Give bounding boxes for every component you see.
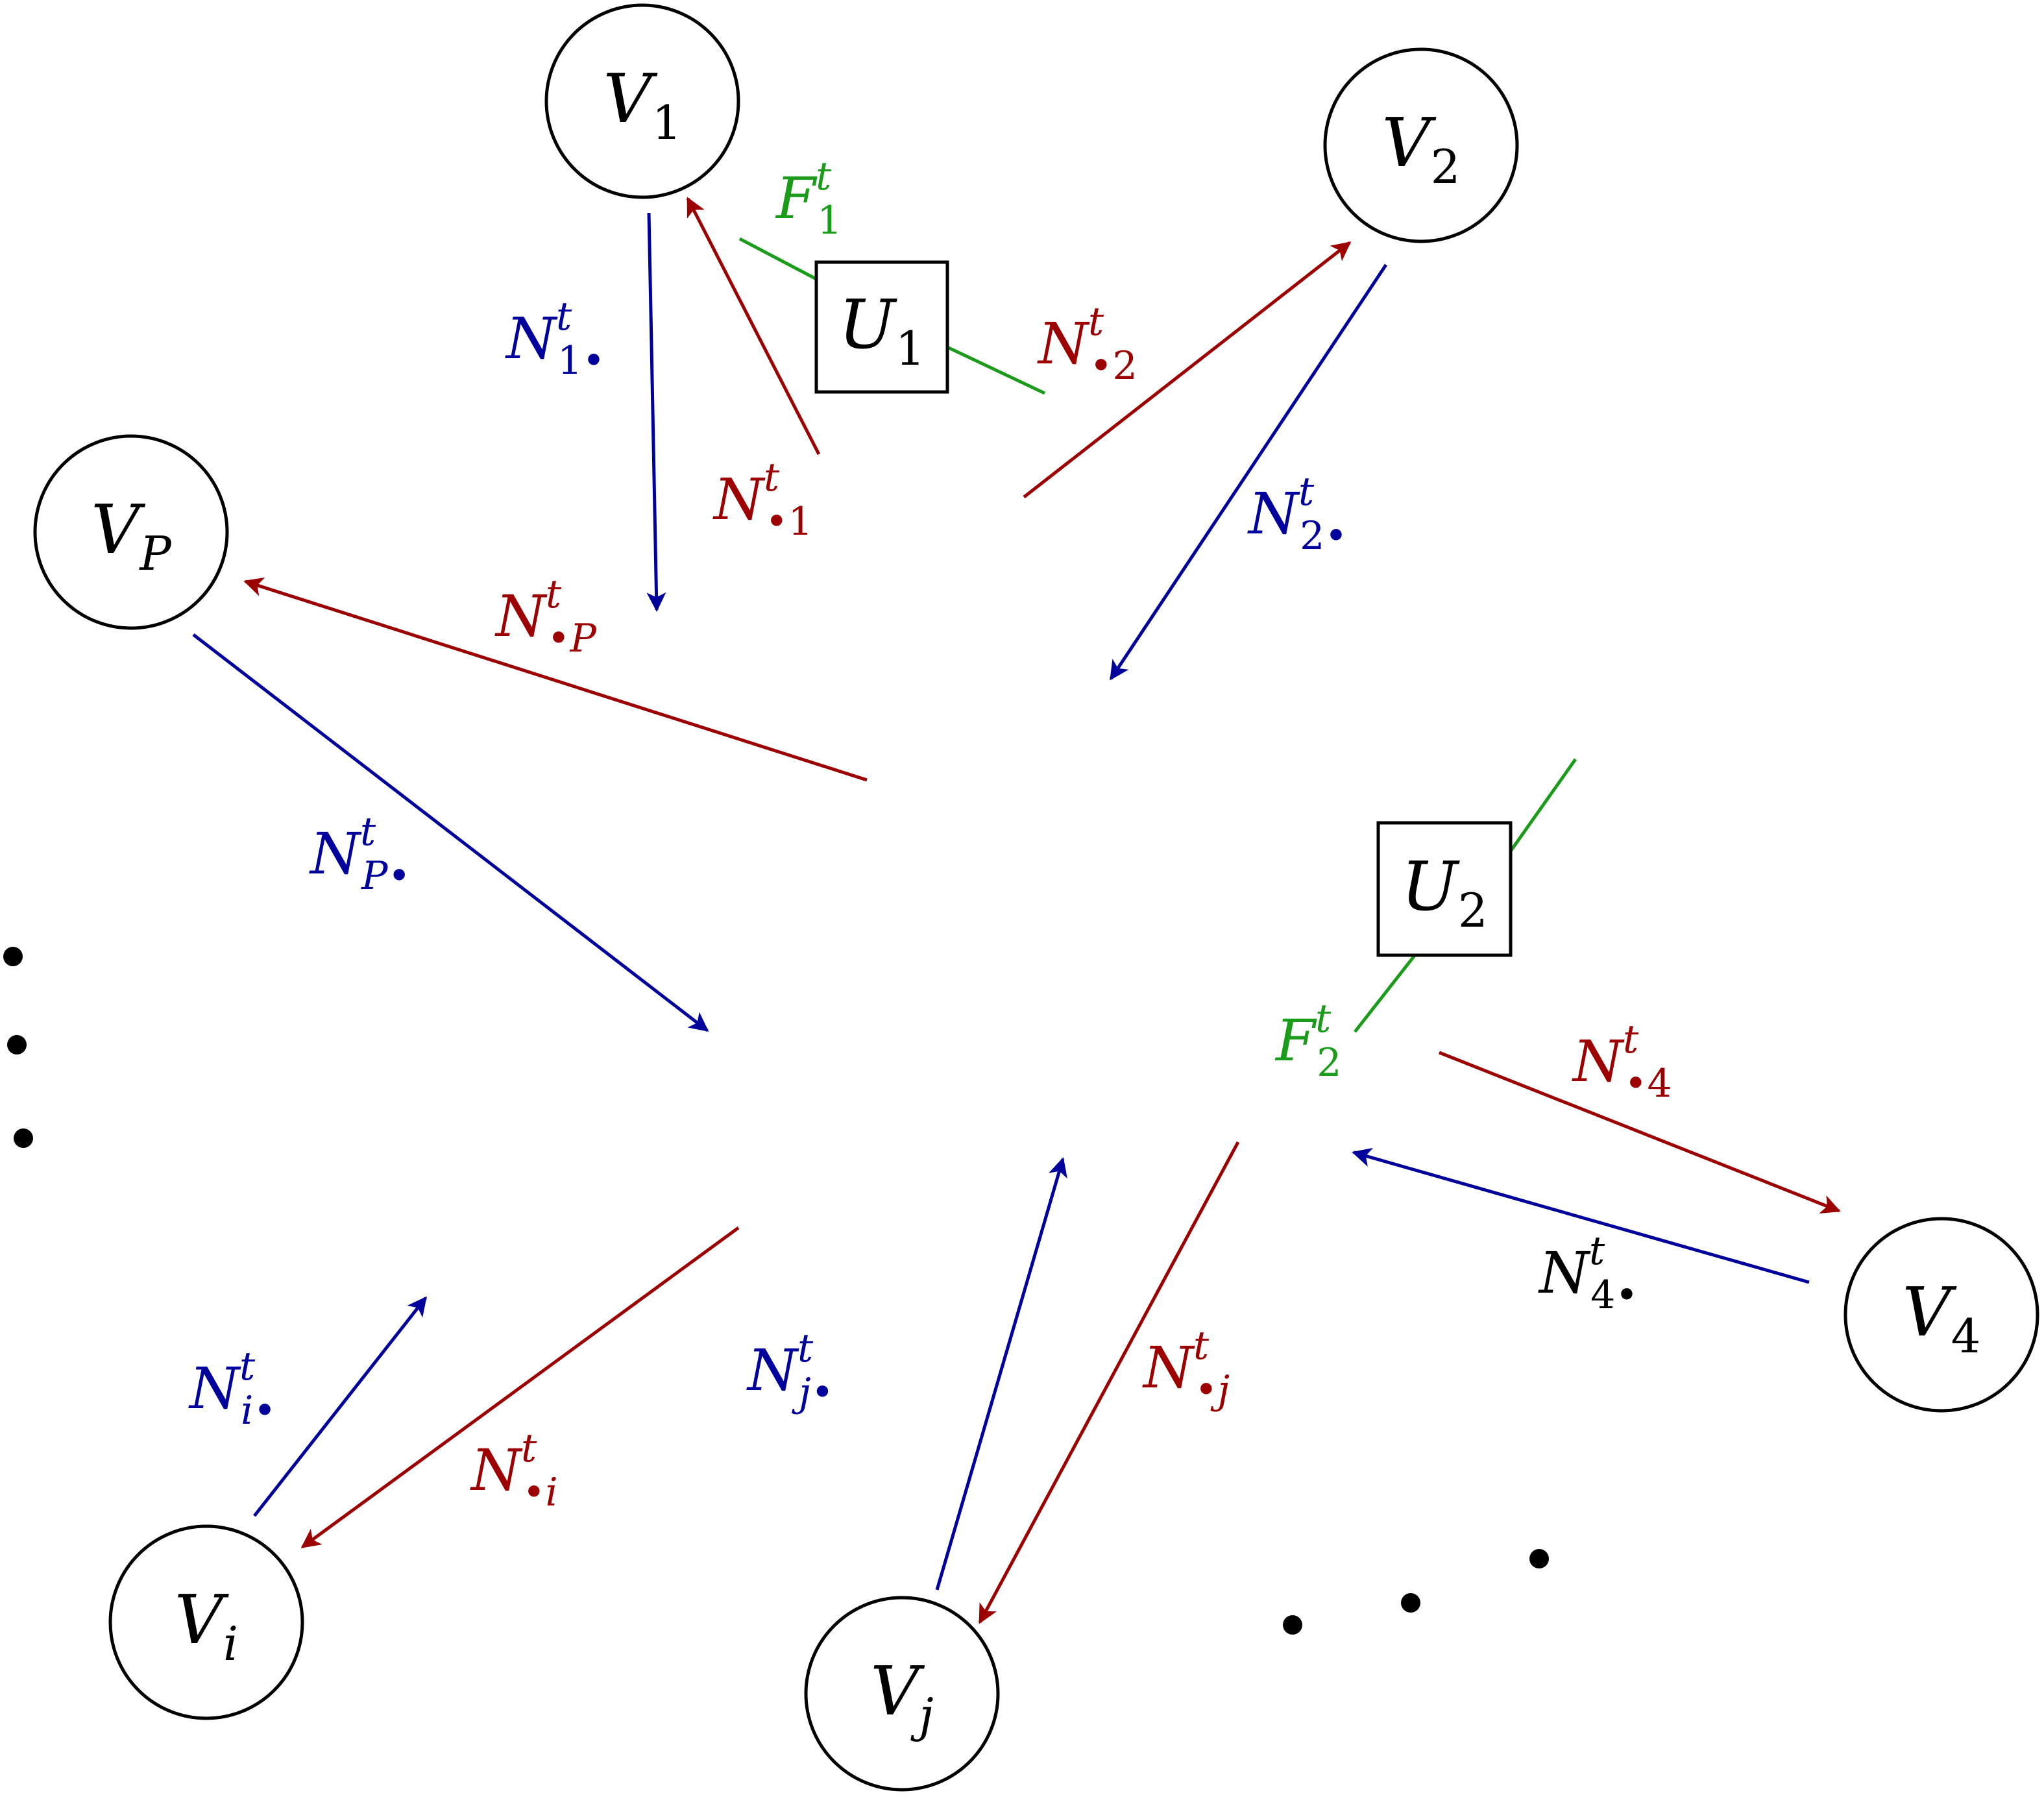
label-ndot2: Nt•2 bbox=[1037, 299, 1138, 389]
svg-text:U1: U1 bbox=[838, 285, 925, 376]
svg-text:Vi: Vi bbox=[175, 1580, 238, 1671]
box-base: U bbox=[1401, 847, 1460, 926]
ellipsis-dot bbox=[7, 1035, 27, 1054]
u1-link-upper bbox=[738, 237, 818, 281]
arrow-vp-out bbox=[192, 633, 709, 1032]
ellipsis-dot bbox=[3, 947, 23, 966]
arrow-into-vi bbox=[300, 1226, 740, 1549]
arrow-into-v2 bbox=[1023, 241, 1352, 498]
box-sub: 2 bbox=[1458, 883, 1488, 938]
arrow-v1-out bbox=[646, 212, 666, 612]
u2-link-lower bbox=[1354, 953, 1417, 1033]
box-base: U bbox=[838, 285, 897, 364]
node-base: V bbox=[175, 1580, 229, 1659]
node-sub: 4 bbox=[1951, 1309, 1981, 1363]
node-sub: 1 bbox=[652, 95, 682, 150]
label-ndotp: Nt•P bbox=[494, 572, 598, 661]
node-base: V bbox=[603, 59, 658, 138]
box-u1: U1 bbox=[814, 260, 949, 394]
node-vi: Vi bbox=[108, 1524, 304, 1720]
svg-text:U2: U2 bbox=[1401, 847, 1487, 938]
svg-text:V1: V1 bbox=[603, 59, 682, 150]
arrow-vj-out bbox=[935, 1157, 1067, 1591]
box-u2: U2 bbox=[1376, 821, 1513, 957]
node-sub: i bbox=[223, 1616, 238, 1671]
node-v4: V4 bbox=[1843, 1217, 2039, 1413]
label-ndoti: Nt•i bbox=[470, 1426, 558, 1515]
svg-text:V4: V4 bbox=[1903, 1273, 1981, 1363]
node-base: V bbox=[1382, 103, 1437, 182]
green-links bbox=[738, 237, 1577, 1033]
svg-text:VP: VP bbox=[91, 490, 172, 581]
arrow-into-vj bbox=[978, 1141, 1240, 1624]
node-vp: VP bbox=[33, 434, 229, 630]
arrow-v4-out bbox=[1352, 1147, 1810, 1284]
arrow-into-v4 bbox=[1439, 1051, 1841, 1214]
node-v1: V1 bbox=[544, 3, 740, 199]
node-base: V bbox=[870, 1652, 925, 1731]
ellipsis-dot bbox=[1283, 1615, 1302, 1635]
continuation-dots-left bbox=[3, 947, 33, 1148]
node-v2: V2 bbox=[1323, 47, 1519, 243]
red-arrows bbox=[243, 197, 1841, 1624]
u2-link-upper bbox=[1505, 758, 1577, 858]
u1-link-lower bbox=[946, 345, 1046, 395]
node-sub: P bbox=[138, 526, 172, 581]
label-ndot4: Nt•4 bbox=[1572, 1017, 1672, 1106]
node-base: V bbox=[91, 490, 145, 569]
ellipsis-dot bbox=[1529, 1549, 1549, 1568]
arrow-into-v1 bbox=[686, 197, 821, 456]
arrow-v2-out bbox=[1109, 263, 1388, 681]
label-ndotj: Nt•j bbox=[1142, 1323, 1230, 1413]
ellipsis-dot bbox=[1401, 1593, 1420, 1613]
continuation-dots-bottom bbox=[1283, 1549, 1549, 1635]
node-sub: 2 bbox=[1431, 140, 1461, 194]
blue-arrows bbox=[192, 212, 1810, 1591]
arrow-into-vp bbox=[243, 577, 868, 782]
node-base: V bbox=[1903, 1273, 1957, 1352]
arrow-vi-out bbox=[253, 1296, 427, 1517]
label-ndot1: Nt•1 bbox=[712, 455, 813, 544]
ellipsis-dot bbox=[14, 1128, 33, 1148]
node-vj: Vj bbox=[804, 1596, 1000, 1792]
box-sub: 1 bbox=[895, 321, 925, 376]
svg-text:V2: V2 bbox=[1382, 103, 1461, 194]
